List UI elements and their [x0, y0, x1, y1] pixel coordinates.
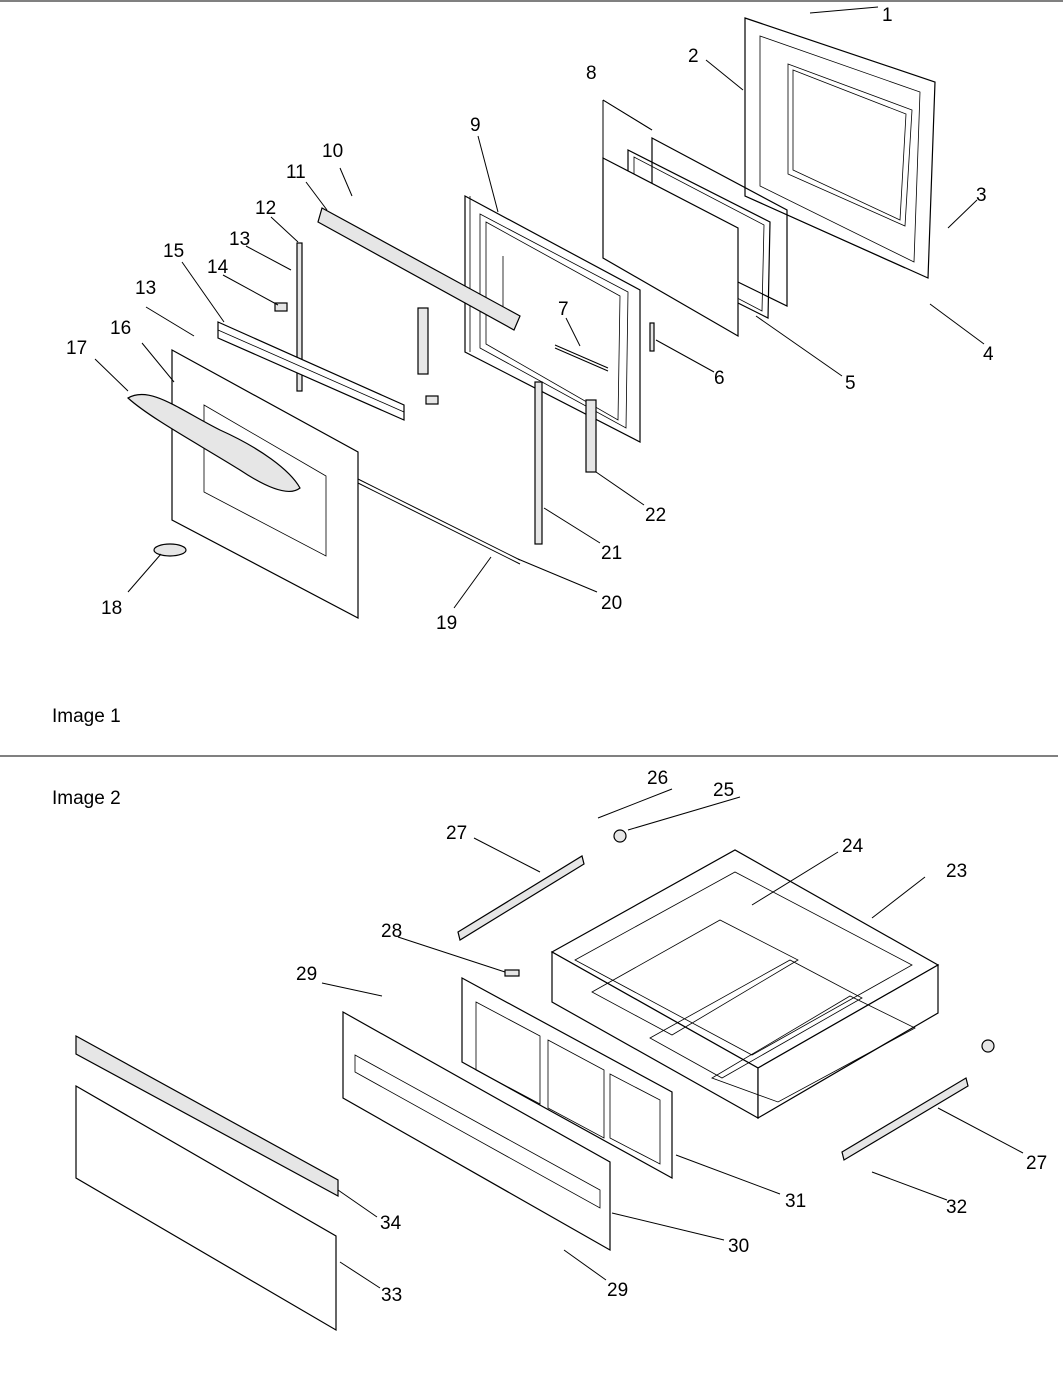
part-drawer-slide-right: [841, 1077, 969, 1161]
callout-33: 33: [381, 1285, 402, 1306]
callout-1: 1: [882, 5, 893, 26]
callout-10: 10: [322, 141, 343, 162]
callout-14: 14: [207, 257, 229, 278]
part-hinge-left: [417, 307, 429, 375]
callout-25: 25: [713, 780, 734, 801]
callout-18: 18: [101, 598, 122, 619]
callout-13-lower: 13: [135, 278, 156, 299]
callout-29-upper: 29: [296, 964, 317, 985]
callout-6: 6: [714, 368, 725, 389]
callout-26: 26: [647, 768, 668, 789]
part-glass-panel: [602, 157, 739, 338]
part-door-liner: [464, 194, 641, 443]
callout-7: 7: [558, 299, 569, 320]
part-bracket: [649, 322, 655, 352]
callout-5: 5: [845, 373, 856, 394]
callout-23: 23: [946, 861, 967, 882]
part-roller: [981, 1039, 995, 1053]
callout-22: 22: [645, 505, 666, 526]
callout-9: 9: [470, 115, 481, 136]
callout-28: 28: [381, 921, 402, 942]
part-clip: [274, 302, 288, 312]
part-handle-spacer: [153, 543, 187, 557]
leader-lines: [94, 6, 1024, 1289]
part-clip: [425, 395, 439, 405]
image2-caption: Image 2: [52, 788, 121, 809]
callout-8: 8: [586, 63, 597, 84]
part-drawer-body: [550, 849, 940, 1120]
part-drawer-front-frame: [461, 976, 673, 1180]
part-drawer-top-trim: [75, 1034, 339, 1198]
callout-19: 19: [436, 613, 457, 634]
callout-21: 21: [601, 543, 622, 564]
callout-labels: 1 2 3 4 5 6 7 8 9 10 11 12 13 13 14 15 1…: [66, 5, 1047, 1306]
callout-12: 12: [255, 198, 276, 219]
part-roller: [613, 829, 627, 843]
callout-11: 11: [286, 162, 306, 183]
callout-27-upper: 27: [446, 823, 467, 844]
callout-29-lower: 29: [607, 1280, 628, 1301]
part-drawer-outer-panel: [75, 1084, 337, 1332]
callout-4: 4: [983, 344, 994, 365]
callout-34: 34: [380, 1213, 402, 1234]
callout-15: 15: [163, 241, 184, 262]
image1-caption: Image 1: [52, 706, 121, 727]
part-door-top-channel: [317, 207, 521, 331]
callout-32: 32: [946, 1197, 967, 1218]
part-side-trim-left: [296, 242, 303, 392]
callout-13-upper: 13: [229, 229, 250, 250]
part-drawer-slide-left: [457, 855, 585, 941]
part-strip: [554, 344, 609, 369]
part-door-handle: [126, 393, 301, 492]
callout-30: 30: [728, 1236, 749, 1257]
part-bottom-trim: [355, 477, 521, 561]
part-hinge-right: [585, 399, 597, 473]
callout-2: 2: [688, 46, 699, 67]
part-inner-door-frame: [744, 17, 936, 279]
part-drawer-front-panel: [342, 1010, 611, 1252]
callout-20: 20: [601, 593, 622, 614]
callout-17: 17: [66, 338, 87, 359]
callout-31: 31: [785, 1191, 806, 1212]
part-clip: [504, 969, 520, 977]
callout-24: 24: [842, 836, 864, 857]
callout-16: 16: [110, 318, 131, 339]
callout-27-lower: 27: [1026, 1153, 1047, 1174]
callout-3: 3: [976, 185, 987, 206]
part-side-channel-right: [534, 381, 543, 545]
